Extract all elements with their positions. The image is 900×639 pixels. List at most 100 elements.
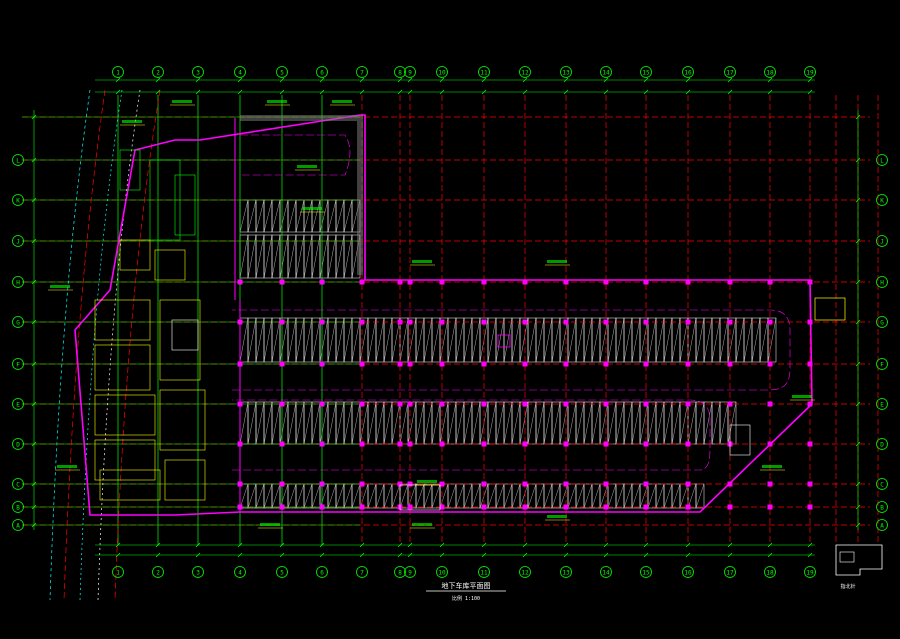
- axis-bubble-circle: [764, 66, 776, 78]
- parking-stall-diagonal: [719, 401, 729, 445]
- column-axis-bubble: 18: [764, 566, 776, 578]
- axis-bubble-label: 17: [726, 570, 734, 577]
- annotation-mark: [417, 480, 437, 483]
- axis-bubble-circle: [356, 566, 368, 578]
- parking-stall-diagonal: [663, 317, 673, 363]
- parking-stall-diagonal: [383, 483, 393, 509]
- row-axis-bubble: C: [12, 478, 24, 490]
- parking-stall-diagonal: [439, 401, 449, 445]
- axis-bubble-label: A: [880, 523, 884, 530]
- dimension-tick: [767, 89, 773, 95]
- parking-stall-diagonal: [255, 483, 265, 509]
- parking-stall-diagonal: [319, 234, 329, 279]
- dimension-tick: [237, 542, 243, 548]
- parking-stall-diagonal: [559, 483, 569, 509]
- dimension-tick: [855, 522, 861, 528]
- parking-stall-diagonal: [279, 483, 289, 509]
- parking-stall-diagonal: [551, 483, 561, 509]
- parking-stall-diagonal: [639, 401, 649, 445]
- row-axis-bubble: K: [12, 194, 24, 206]
- dimension-tick: [31, 401, 37, 407]
- axis-bubble-label: 2: [156, 570, 160, 577]
- structural-column: [727, 319, 733, 325]
- parking-stall-diagonal: [447, 483, 457, 509]
- structural-column: [407, 319, 413, 325]
- parking-stall-diagonal: [591, 317, 601, 363]
- dimension-tick: [155, 552, 161, 558]
- dimension-tick: [359, 552, 365, 558]
- structural-column: [643, 319, 649, 325]
- parking-stall-diagonal: [455, 483, 465, 509]
- equipment-room: [399, 484, 441, 511]
- axis-bubble-label: 14: [602, 70, 610, 77]
- dimension-tick: [195, 77, 201, 83]
- axis-bubble-circle: [876, 194, 888, 206]
- structural-column: [807, 361, 813, 367]
- parking-stall-diagonal: [455, 401, 465, 445]
- dimension-tick: [685, 542, 691, 548]
- dimension-tick: [522, 542, 528, 548]
- axis-bubble-label: 16: [684, 570, 692, 577]
- axis-grid-layer: [22, 89, 879, 601]
- axis-bubble-label: A: [16, 523, 20, 530]
- parking-stall-diagonal: [239, 401, 249, 445]
- parking-stall-diagonal: [327, 483, 337, 509]
- structural-column: [319, 319, 325, 325]
- parking-stall-diagonal: [703, 317, 713, 363]
- shaft-box: [497, 334, 511, 348]
- parking-stall-diagonal: [311, 199, 321, 233]
- structural-column: [603, 279, 609, 285]
- parking-stall-diagonal: [271, 317, 281, 363]
- site-boundary-curve: [79, 89, 123, 601]
- parking-stall-diagonal: [703, 401, 713, 445]
- parking-stall-diagonal: [319, 401, 329, 445]
- dimension-tick: [237, 77, 243, 83]
- structural-column: [685, 504, 691, 510]
- dimension-tick: [359, 89, 365, 95]
- parking-stall-diagonal: [367, 483, 377, 509]
- parking-stall-diagonal: [287, 199, 297, 233]
- column-axis-bubble: 8: [394, 566, 406, 578]
- dimension-tick: [855, 361, 861, 367]
- column-axis-bubble: 13: [560, 66, 572, 78]
- dimension-tick: [643, 542, 649, 548]
- axis-bubble-circle: [764, 566, 776, 578]
- structural-column: [237, 441, 243, 447]
- parking-stall-diagonal: [271, 401, 281, 445]
- structural-column: [237, 401, 243, 407]
- axis-bubble-label: J: [880, 239, 884, 246]
- row-axis-bubble: A: [876, 519, 888, 531]
- parking-stall-diagonal: [575, 483, 585, 509]
- parking-stall-diagonal: [431, 483, 441, 509]
- axis-bubble-circle: [12, 194, 24, 206]
- axis-bubble-label: 17: [726, 70, 734, 77]
- annotation-mark: [547, 515, 567, 518]
- column-axis-bubble: 11: [478, 566, 490, 578]
- annotation-mark: [172, 100, 192, 103]
- axis-bubble-label: 10: [438, 70, 446, 77]
- structural-column: [563, 279, 569, 285]
- row-axis-bubble: D: [12, 438, 24, 450]
- parking-stall-diagonal: [279, 199, 289, 233]
- column-axis-bubble: 2: [152, 566, 164, 578]
- axis-bubble-circle: [600, 566, 612, 578]
- parking-stall-diagonal: [287, 483, 297, 509]
- axis-bubble-circle: [276, 566, 288, 578]
- parking-stall-diagonal: [575, 401, 585, 445]
- parking-stall-diagonal: [663, 401, 673, 445]
- axis-bubble-layer: 1122334455667788991010111112121313141415…: [12, 66, 888, 578]
- parking-stall-diagonal: [583, 483, 593, 509]
- row-axis-bubble: B: [876, 501, 888, 513]
- parking-stall-diagonal: [407, 483, 417, 509]
- dimension-tick: [31, 157, 37, 163]
- structural-column: [319, 401, 325, 407]
- parking-stall-diagonal: [671, 401, 681, 445]
- row-axis-bubble: L: [876, 154, 888, 166]
- parking-stall-diagonal: [599, 317, 609, 363]
- structural-column: [481, 361, 487, 367]
- axis-bubble-label: 4: [238, 570, 242, 577]
- axis-bubble-circle: [600, 66, 612, 78]
- parking-stall-diagonal: [511, 401, 521, 445]
- row-axis-bubble: H: [876, 276, 888, 288]
